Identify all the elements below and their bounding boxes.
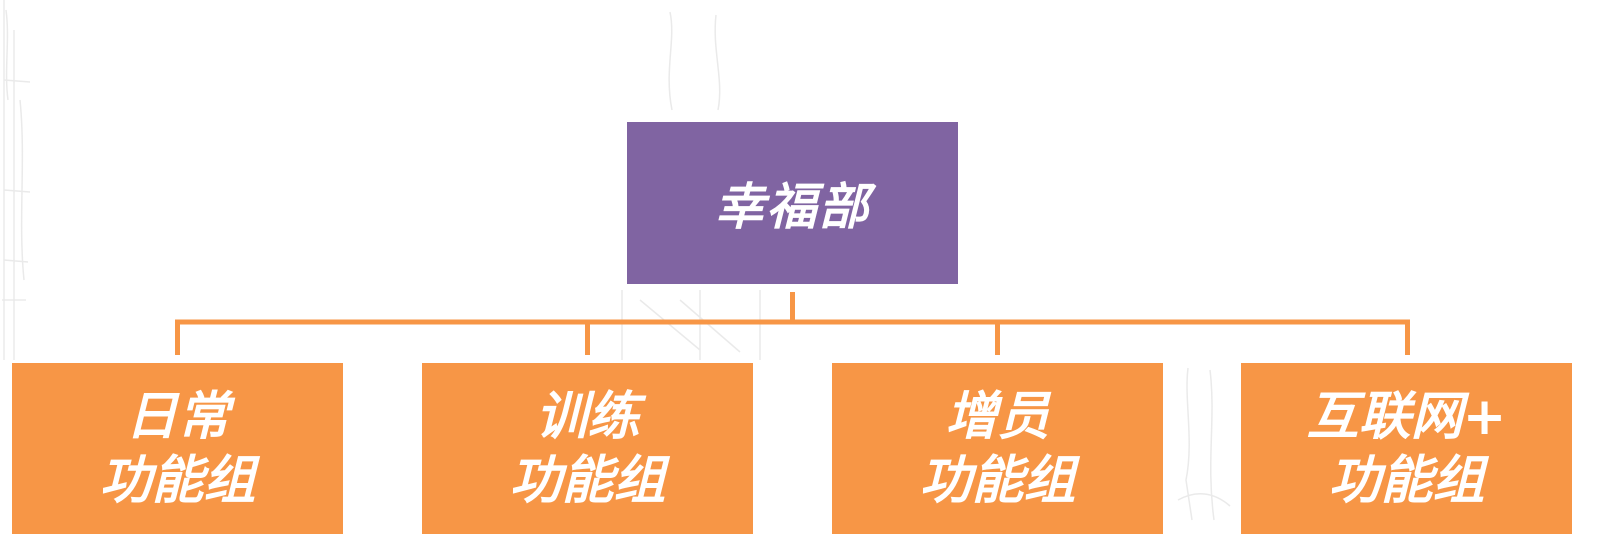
child-node-box-recruit: 增员 功能组 <box>832 363 1163 534</box>
child-node-box-internet: 互联网+ 功能组 <box>1241 363 1572 534</box>
root-node-label: 幸福部 <box>714 178 871 236</box>
root-node-box: 幸福部 <box>627 122 958 284</box>
child-node-line2: 功能组 <box>99 450 256 511</box>
child-node-box-training: 训练 功能组 <box>422 363 753 534</box>
child-node-line1: 增员 <box>945 386 1050 447</box>
sketch-strokes <box>2 0 1231 521</box>
child-node-line2: 功能组 <box>919 450 1076 511</box>
child-node-line1: 训练 <box>535 386 640 447</box>
child-node-box-daily: 日常 功能组 <box>12 363 343 534</box>
child-node-line2: 功能组 <box>1328 450 1485 511</box>
child-node-line1: 互联网+ <box>1306 386 1507 447</box>
child-node-line1: 日常 <box>125 386 230 447</box>
child-node-line2: 功能组 <box>509 450 666 511</box>
